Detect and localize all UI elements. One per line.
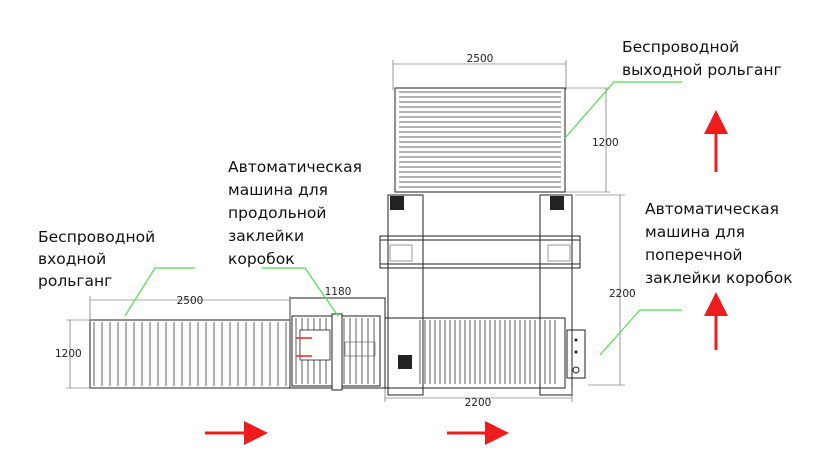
dim-output-depth: 1200	[592, 137, 619, 149]
dim-output-width: 2500	[467, 53, 494, 65]
dim-transverse-width: 2200	[465, 397, 492, 409]
label-longitudinal-machine: Автоматическая машина для продольной зак…	[228, 158, 367, 268]
leader-longitudinal	[262, 267, 339, 317]
dim-transverse-depth: 2200	[609, 288, 636, 300]
leader-output	[564, 81, 682, 139]
label-output-roller: Беспроводной выходной рольганг	[622, 38, 782, 79]
leader-input	[124, 267, 195, 317]
leader-transverse	[599, 309, 682, 356]
longitudinal-taping-machine: 1180	[289, 286, 386, 391]
transverse-taping-machine: 2200 2200	[379, 194, 636, 409]
dim-input-width: 2500	[177, 295, 204, 307]
output-roller-conveyor: 2500 1200	[392, 53, 619, 193]
input-roller-conveyor: 2500 1200	[55, 295, 291, 389]
dim-longitudinal-width: 1180	[325, 286, 352, 298]
label-transverse-machine: Автоматическая машина для поперечной зак…	[645, 200, 793, 287]
label-input-roller: Беспроводной входной рольганг	[38, 228, 160, 290]
dim-input-depth: 1200	[55, 348, 82, 360]
